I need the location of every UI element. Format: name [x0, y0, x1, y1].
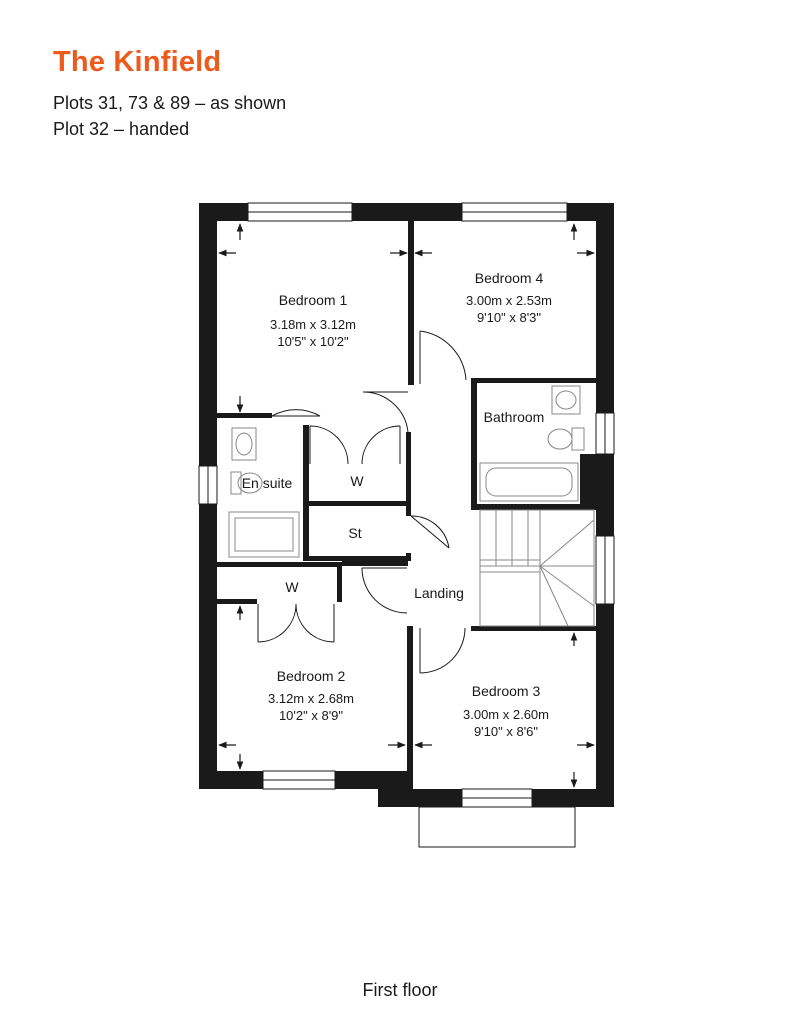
- bathroom-toilet: [547, 428, 573, 450]
- plots-line: Plots 31, 73 & 89 – as shown: [53, 93, 287, 113]
- landing-label: Landing: [414, 585, 464, 601]
- ensuite-toilet: [237, 472, 263, 494]
- ensuite-shower: [228, 511, 300, 558]
- staircase: [479, 509, 595, 627]
- store-door[interactable]: [410, 515, 450, 549]
- bedroom1-metric: 3.18m x 3.12m: [270, 317, 356, 332]
- bedroom1-label: Bedroom 1: [279, 292, 348, 308]
- development-title: The Kinfield: [53, 46, 222, 78]
- bathroom-label: Bathroom: [484, 409, 545, 425]
- doors: [257, 330, 467, 674]
- bedroom3-imperial: 9'10" x 8'6": [474, 724, 538, 739]
- floor-caption: First floor: [362, 980, 438, 1000]
- bedroom4-metric: 3.00m x 2.53m: [466, 293, 552, 308]
- bedroom3-metric: 3.00m x 2.60m: [463, 707, 549, 722]
- ensuite-basin: [231, 427, 257, 461]
- bathroom-basin: [551, 385, 581, 415]
- handed-plots-line: Plot 32 – handed: [53, 119, 190, 139]
- wardrobe-lower-label: W: [285, 579, 299, 595]
- ensuite-label: En suite: [242, 475, 293, 491]
- bedroom2-metric: 3.12m x 2.68m: [268, 691, 354, 706]
- interior-walls: [217, 221, 596, 776]
- ensuite-toilet-cistern: [230, 471, 242, 495]
- bedroom2-imperial: 10'2" x 8'9": [279, 708, 343, 723]
- sanitary-fixtures: [228, 385, 585, 558]
- exterior-walls: [199, 203, 614, 807]
- store-label: St: [348, 525, 361, 541]
- bedroom1-imperial: 10'5" x 10'2": [277, 334, 349, 349]
- bedroom4-imperial: 9'10" x 8'3": [477, 310, 541, 325]
- bathroom-toilet-cistern: [571, 427, 585, 451]
- bedroom3-label: Bedroom 3: [472, 683, 541, 699]
- bathroom-bath: [479, 462, 579, 502]
- dimension-markers: [218, 223, 595, 788]
- windows: [198, 202, 615, 848]
- bedroom4-label: Bedroom 4: [475, 270, 544, 286]
- wardrobe-upper-label: W: [350, 473, 364, 489]
- bedroom2-label: Bedroom 2: [277, 668, 346, 684]
